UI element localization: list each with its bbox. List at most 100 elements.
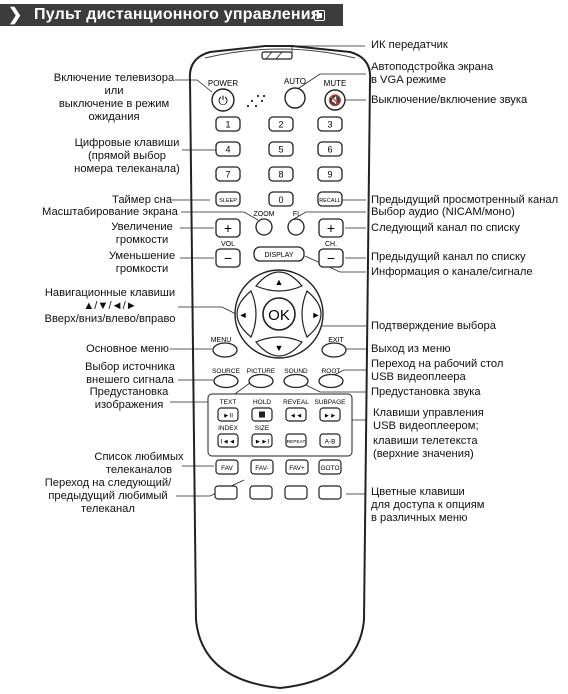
label-vol-down: Уменьшение громкости <box>108 250 176 275</box>
digit-7-button[interactable] <box>215 166 241 182</box>
digit-3-label: 3 <box>327 120 332 130</box>
vol-down-button[interactable] <box>215 248 241 268</box>
digit-4-button[interactable] <box>215 141 241 157</box>
digit-8-button[interactable] <box>268 166 294 182</box>
sound-button[interactable] <box>283 373 309 389</box>
nav-down-button[interactable] <box>255 336 303 357</box>
label-recall: Предыдущий просмотренный канал <box>371 194 559 206</box>
digit-1-label: 1 <box>225 120 230 130</box>
nav-left-button[interactable] <box>236 290 257 338</box>
red-button[interactable] <box>214 485 238 500</box>
label-sleep: Таймер сна <box>112 194 173 206</box>
label-display: Информация о канале/сигнале <box>371 266 533 278</box>
green-button[interactable] <box>249 485 273 500</box>
power-icon: ⏻ <box>218 94 228 108</box>
label-fav-nav: Переход на следующий/ предыдущий любимый… <box>44 477 172 515</box>
usb-panel <box>207 393 353 457</box>
digit-5-label: 5 <box>278 145 283 155</box>
digit-2-button[interactable] <box>268 116 294 132</box>
digit-7-label: 7 <box>225 170 230 180</box>
exit-label: EXIT <box>328 337 344 344</box>
rewind-button[interactable] <box>285 407 307 422</box>
digit-9-label: 9 <box>327 170 332 180</box>
label-ch-up: Следующий канал по списку <box>371 222 520 234</box>
menu-label: MENU <box>211 337 232 344</box>
digit-6-button[interactable] <box>317 141 343 157</box>
square-icon <box>314 10 325 21</box>
yellow-button[interactable] <box>284 485 308 500</box>
blue-button[interactable] <box>318 485 342 500</box>
subpage-label: SUBPAGE <box>315 399 347 406</box>
vol-up-button[interactable] <box>215 218 241 238</box>
fav-button[interactable] <box>215 459 239 475</box>
fav-plus-button[interactable] <box>285 459 309 475</box>
fav-minus-label: FAV- <box>255 465 269 472</box>
vol-down-label: − <box>224 250 232 266</box>
repeat-button[interactable] <box>285 433 307 448</box>
root-button[interactable] <box>318 373 344 389</box>
nav-right-button[interactable] <box>301 290 322 338</box>
recall-button[interactable] <box>317 191 343 207</box>
digit-9-button[interactable] <box>317 166 343 182</box>
digit-1-button[interactable] <box>215 116 241 132</box>
forward-button[interactable] <box>319 407 341 422</box>
hold-label: HOLD <box>253 399 271 406</box>
digit-0-button[interactable] <box>268 191 294 207</box>
fi-button[interactable] <box>287 218 305 236</box>
vol-label: VOL <box>221 241 235 248</box>
power-button[interactable] <box>211 88 235 112</box>
ch-down-button[interactable] <box>318 248 344 268</box>
label-exit: Выход из меню <box>371 343 451 355</box>
ok-label: OK <box>268 307 290 324</box>
label-source: Выбор источника внешего сигнала <box>85 361 175 386</box>
menu-button[interactable] <box>212 342 238 358</box>
next-button[interactable] <box>251 433 273 448</box>
digit-3-button[interactable] <box>317 116 343 132</box>
goto-button[interactable] <box>318 459 342 475</box>
goto-label: GOTO <box>320 465 339 472</box>
arrow-left-icon: ◄ <box>239 310 248 320</box>
exit-button[interactable] <box>321 342 347 358</box>
page-title: Пульт дистанционного управления <box>34 6 321 23</box>
fav-label: FAV <box>221 465 233 472</box>
sleep-button[interactable] <box>215 191 241 207</box>
mute-label: MUTE <box>324 79 347 88</box>
display-button[interactable] <box>253 246 305 262</box>
auto-label: AUTO <box>284 77 306 86</box>
nav-up-button[interactable] <box>255 271 303 292</box>
play-pause-icon: ►II <box>223 413 233 420</box>
mute-button[interactable] <box>324 89 346 111</box>
label-vol-up: Увеличение громкости <box>111 221 173 246</box>
root-label: ROOT <box>322 368 341 375</box>
ok-button[interactable] <box>262 297 296 331</box>
label-power: Включение телевизора или выключение в ре… <box>53 72 175 123</box>
vol-up-label: + <box>224 220 232 236</box>
ir-transmitter-icon <box>261 51 293 60</box>
label-root: Переход на рабочий стол USB видеоплеера <box>371 358 504 383</box>
ch-up-button[interactable] <box>318 218 344 238</box>
digit-5-button[interactable] <box>268 141 294 157</box>
play-pause-button[interactable] <box>217 407 239 422</box>
function-row: SOURCE PICTURE SOUND ROOT <box>212 368 344 389</box>
size-label: SIZE <box>255 425 270 432</box>
auto-button[interactable] <box>284 87 306 109</box>
digit-8-label: 8 <box>278 170 283 180</box>
stop-icon <box>259 411 265 418</box>
label-usb: Клавиши управления USB видеоплеером; <box>373 407 484 432</box>
zoom-button[interactable] <box>255 218 273 236</box>
label-auto: Автоподстройка экрана в VGA режиме <box>371 61 494 86</box>
label-fav: Список любимых телеканалов <box>94 451 184 476</box>
digit-4-label: 4 <box>225 145 230 155</box>
fav-minus-button[interactable] <box>250 459 274 475</box>
source-button[interactable] <box>213 373 239 389</box>
ab-button[interactable] <box>319 433 341 448</box>
label-ch-down: Предыдущий канал по списку <box>371 251 526 263</box>
fav-plus-label: FAV+ <box>289 465 305 472</box>
remote-top-edge <box>204 48 356 59</box>
arrow-up-icon: ▲ <box>275 277 284 287</box>
next-icon: ►►I <box>255 439 270 446</box>
picture-button[interactable] <box>248 373 274 389</box>
prev-button[interactable] <box>217 433 239 448</box>
